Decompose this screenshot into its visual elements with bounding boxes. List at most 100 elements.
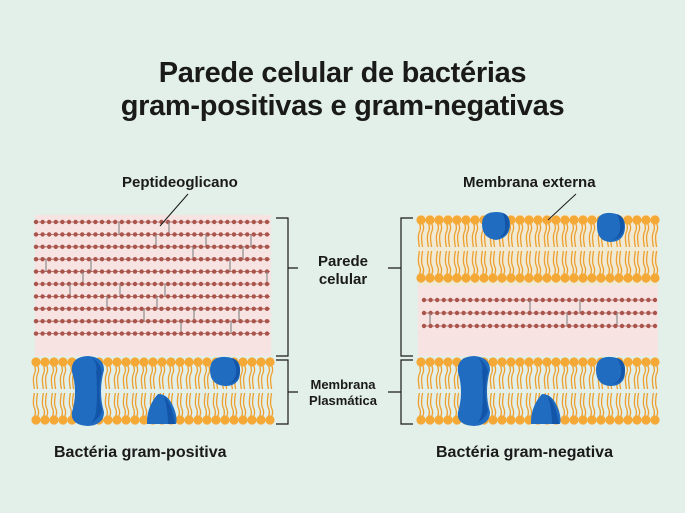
sugar-bead bbox=[179, 244, 184, 249]
lipid-head bbox=[157, 357, 167, 367]
lipid-head bbox=[31, 357, 41, 367]
lipid-tail bbox=[474, 222, 479, 248]
sugar-bead bbox=[652, 323, 658, 329]
lipid-tail bbox=[122, 392, 127, 418]
lipid-tail bbox=[420, 222, 425, 248]
sugar-bead bbox=[93, 269, 98, 274]
lipid-tail bbox=[654, 250, 659, 276]
lipid-tail bbox=[167, 364, 172, 390]
lipid-head bbox=[506, 273, 516, 283]
lipid-tail bbox=[543, 250, 548, 276]
sugar-bead bbox=[633, 297, 638, 303]
lipid-tail bbox=[462, 250, 467, 276]
lipid-tail bbox=[257, 392, 262, 418]
lipid-tail bbox=[579, 392, 584, 418]
sugar-bead bbox=[593, 297, 598, 303]
lipid-tail bbox=[140, 392, 145, 418]
sugar-bead bbox=[567, 297, 572, 303]
lipid-tail bbox=[570, 392, 575, 418]
sugar-bead bbox=[146, 281, 151, 287]
sugar-bead bbox=[238, 219, 243, 225]
lipid-tail bbox=[501, 364, 506, 390]
lipid-head bbox=[533, 273, 543, 283]
sugar-bead bbox=[245, 232, 250, 237]
sugar-bead bbox=[198, 257, 204, 262]
sugar-bead bbox=[428, 323, 433, 329]
sugar-bead bbox=[106, 331, 111, 336]
lipid-head bbox=[416, 415, 426, 425]
lipid-head bbox=[470, 215, 480, 225]
sugar-bead bbox=[238, 319, 243, 324]
plasma-membrane-label-line-1: Membrana bbox=[310, 377, 376, 392]
sugar-bead bbox=[53, 244, 58, 249]
lipid-head bbox=[632, 215, 642, 225]
sugar-bead bbox=[205, 294, 210, 299]
lipid-head bbox=[560, 215, 570, 225]
lipid-tail bbox=[239, 392, 244, 418]
sugar-bead bbox=[60, 306, 65, 311]
lipid-tail bbox=[269, 392, 274, 418]
lipid-head bbox=[425, 415, 435, 425]
lipid-tail bbox=[591, 364, 596, 390]
lipid-tail bbox=[501, 392, 506, 418]
lipid-tail bbox=[579, 250, 584, 276]
lipid-tail bbox=[573, 392, 578, 418]
sugar-bead bbox=[99, 331, 105, 336]
peptidoglycan-label: Peptideoglicano bbox=[122, 174, 238, 191]
lipid-tail bbox=[44, 392, 49, 418]
lipid-tail bbox=[35, 364, 40, 390]
lipid-tail bbox=[239, 364, 244, 390]
sugar-bead bbox=[165, 294, 171, 299]
sugar-bead bbox=[435, 323, 440, 329]
sugar-bead bbox=[258, 319, 263, 324]
sugar-bead bbox=[613, 323, 618, 329]
lipid-tail bbox=[435, 364, 440, 390]
sugar-bead bbox=[520, 310, 526, 316]
lipid-tail bbox=[516, 222, 521, 248]
sugar-bead bbox=[258, 232, 263, 237]
lipid-tail bbox=[627, 392, 632, 418]
lipid-tail bbox=[426, 364, 431, 390]
lipid-tail bbox=[492, 364, 497, 390]
sugar-bead bbox=[586, 297, 592, 303]
gram-negative-proteins bbox=[457, 212, 626, 426]
sugar-bead bbox=[225, 294, 230, 299]
lipid-tail bbox=[600, 392, 605, 418]
sugar-bead bbox=[448, 323, 453, 329]
sugar-bead bbox=[139, 232, 144, 237]
lipid-tail bbox=[203, 364, 208, 390]
sugar-bead bbox=[534, 310, 539, 316]
sugar-bead bbox=[172, 306, 177, 311]
lipid-head bbox=[497, 273, 507, 283]
lipid-tail bbox=[618, 392, 623, 418]
sugar-bead bbox=[192, 294, 197, 299]
sugar-bead bbox=[514, 310, 519, 316]
sugar-bead bbox=[47, 281, 52, 287]
sugar-bead bbox=[593, 323, 598, 329]
sugar-bead bbox=[80, 244, 85, 249]
lipid-tail bbox=[417, 364, 422, 390]
lipid-head bbox=[506, 415, 516, 425]
sugar-bead bbox=[60, 219, 65, 225]
sugar-bead bbox=[212, 269, 217, 274]
sugar-bead bbox=[527, 310, 532, 316]
lipid-tail bbox=[426, 392, 431, 418]
sugar-bead bbox=[205, 306, 210, 311]
sugar-bead bbox=[106, 269, 111, 274]
sugar-bead bbox=[86, 319, 92, 324]
lipid-tail bbox=[651, 222, 656, 248]
sugar-bead bbox=[619, 310, 625, 316]
lipid-head bbox=[103, 357, 113, 367]
lipid-head bbox=[479, 273, 489, 283]
lipid-head bbox=[148, 357, 158, 367]
outer-membrane-protein-left bbox=[482, 212, 510, 240]
sugar-bead bbox=[126, 331, 131, 336]
sugar-bead bbox=[99, 257, 105, 262]
lipid-head bbox=[103, 415, 113, 425]
lipid-head bbox=[569, 273, 579, 283]
lipid-tail bbox=[269, 364, 274, 390]
lipid-head bbox=[49, 357, 59, 367]
sugar-bead bbox=[165, 232, 171, 237]
lipid-tail bbox=[197, 364, 202, 390]
sugar-bead bbox=[113, 331, 118, 336]
